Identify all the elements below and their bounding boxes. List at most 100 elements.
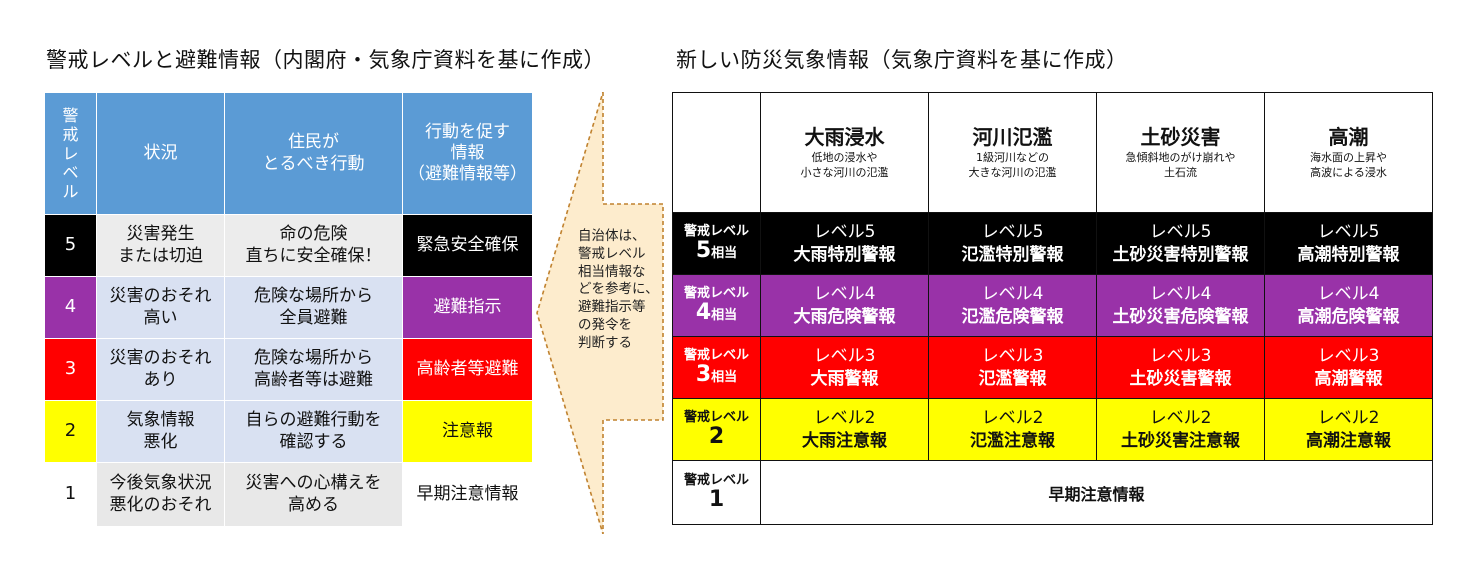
info-cell: 早期注意情報 (402, 462, 533, 527)
level-title: レベル5 (1149, 222, 1212, 243)
level-title: レベル2 (1149, 408, 1212, 429)
level-label-cell: 警戒レベル 3相当 (672, 336, 761, 399)
warning-name: 高潮危険警報 (1297, 306, 1400, 327)
level-label: 警戒レベル (683, 286, 749, 302)
level-title: レベル2 (981, 408, 1044, 429)
action-cell: 危険な場所から 高齢者等は避難 (224, 338, 403, 401)
arrow-note: 自治体は、 警戒レベル 相当情報な どを参考に、 避難指示等 の発令を 判断する (578, 228, 659, 351)
corner-cell (672, 92, 761, 213)
evacuation-info-table: 警 戒 レ ベ ル 状況 住民が とるべき行動 行動を促す 情報 （避難情報等）… (44, 92, 533, 527)
table-row: 5 災害発生 または切迫 命の危険 直ちに安全確保！ 緊急安全確保 (44, 214, 533, 277)
action-cell: 自らの避難行動を 確認する (224, 400, 403, 463)
warning-name: 高潮特別警報 (1297, 244, 1400, 265)
warning-name: 氾濫注意報 (970, 430, 1055, 451)
level-suffix: 相当 (711, 307, 738, 323)
hazard-desc: 1級河川などの 大きな河川の氾濫 (968, 150, 1057, 179)
level-number: 5 (695, 237, 712, 263)
level-title: レベル2 (1317, 408, 1380, 429)
situation-cell: 気象情報 悪化 (96, 400, 225, 463)
hazard-desc: 急傾斜地のがけ崩れや 土石流 (1125, 150, 1236, 179)
level-suffix: 相当 (711, 369, 738, 385)
info-cell: 注意報 (402, 400, 533, 463)
header-level: 警 戒 レ ベ ル (44, 92, 97, 215)
level-label-cell: 警戒レベル 5相当 (672, 212, 761, 275)
warning-name: 大雨警報 (810, 368, 879, 389)
level-title: レベル4 (1149, 284, 1212, 305)
info-cell: 緊急安全確保 (402, 214, 533, 277)
warning-name: 氾濫警報 (978, 368, 1047, 389)
hazard-name: 土砂災害 (1140, 124, 1221, 149)
hazard-name: 河川氾濫 (972, 124, 1053, 149)
level-cell: 4 (44, 276, 97, 339)
level-title: レベル4 (1317, 284, 1380, 305)
hazard-name: 高潮 (1328, 124, 1369, 149)
warning-name: 大雨危険警報 (793, 306, 896, 327)
header-situation: 状況 (96, 92, 225, 215)
level-title: レベル4 (813, 284, 876, 305)
level-label: 警戒レベル (683, 224, 749, 240)
level-title: レベル4 (981, 284, 1044, 305)
level-number: 2 (708, 423, 725, 449)
early-warning-info: 早期注意情報 (1048, 484, 1145, 504)
hazard-header: 高潮 海水面の上昇や 高波による浸水 (1264, 92, 1433, 213)
level-cell: 5 (44, 214, 97, 277)
warning-name: 土砂災害警報 (1129, 368, 1232, 389)
level-label: 警戒レベル (683, 410, 749, 426)
level-suffix: 相当 (711, 245, 738, 261)
level-title: レベル3 (1317, 346, 1380, 367)
hazard-desc: 海水面の上昇や 高波による浸水 (1310, 150, 1387, 179)
situation-cell: 今後気象状況 悪化のおそれ (96, 462, 225, 527)
level-number: 4 (695, 299, 712, 325)
header-info: 行動を促す 情報 （避難情報等） (402, 92, 533, 215)
warning-name: 氾濫危険警報 (961, 306, 1064, 327)
level-title: レベル5 (813, 222, 876, 243)
level-title: レベル2 (813, 408, 876, 429)
hazard-name: 大雨浸水 (804, 124, 885, 149)
situation-cell: 災害のおそれ 高い (96, 276, 225, 339)
hazard-header-row: 大雨浸水 低地の浸水や 小さな河川の氾濫 河川氾濫 1級河川などの 大きな河川の… (672, 92, 1433, 213)
table-row: 2 気象情報 悪化 自らの避難行動を 確認する 注意報 (44, 400, 533, 463)
situation-cell: 災害のおそれ あり (96, 338, 225, 401)
level-title: レベル3 (1149, 346, 1212, 367)
level-cell: 1 (44, 462, 97, 527)
table-row: 1 今後気象状況 悪化のおそれ 災害への心構えを 高める 早期注意情報 (44, 462, 533, 527)
level-cell: 3 (44, 338, 97, 401)
direction-arrow (536, 92, 664, 534)
level-label: 警戒レベル (683, 473, 749, 489)
action-cell: 危険な場所から 全員避難 (224, 276, 403, 339)
hazard-header: 大雨浸水 低地の浸水や 小さな河川の氾濫 (760, 92, 929, 213)
action-cell: 災害への心構えを 高める (224, 462, 403, 527)
hazard-header: 土砂災害 急傾斜地のがけ崩れや 土石流 (1096, 92, 1265, 213)
right-title: 新しい防災気象情報（気象庁資料を基に作成） (676, 48, 1128, 72)
level-number: 3 (695, 361, 712, 387)
header-action: 住民が とるべき行動 (224, 92, 403, 215)
hazard-desc: 低地の浸水や 小さな河川の氾濫 (800, 150, 889, 179)
left-title: 警戒レベルと避難情報（内閣府・気象庁資料を基に作成） (46, 48, 605, 72)
early-warning-cell: 早期注意情報 (760, 460, 1433, 525)
table-header-row: 警 戒 レ ベ ル 状況 住民が とるべき行動 行動を促す 情報 （避難情報等） (44, 92, 533, 215)
level-title: レベル5 (1317, 222, 1380, 243)
level-label: 警戒レベル (683, 348, 749, 364)
action-cell: 命の危険 直ちに安全確保！ (224, 214, 403, 277)
level-label-cell: 警戒レベル 4相当 (672, 274, 761, 337)
table-row: 3 災害のおそれ あり 危険な場所から 高齢者等は避難 高齢者等避難 (44, 338, 533, 401)
level-title: レベル5 (981, 222, 1044, 243)
situation-cell: 災害発生 または切迫 (96, 214, 225, 277)
level-title: レベル3 (813, 346, 876, 367)
warning-name: 大雨注意報 (802, 430, 887, 451)
